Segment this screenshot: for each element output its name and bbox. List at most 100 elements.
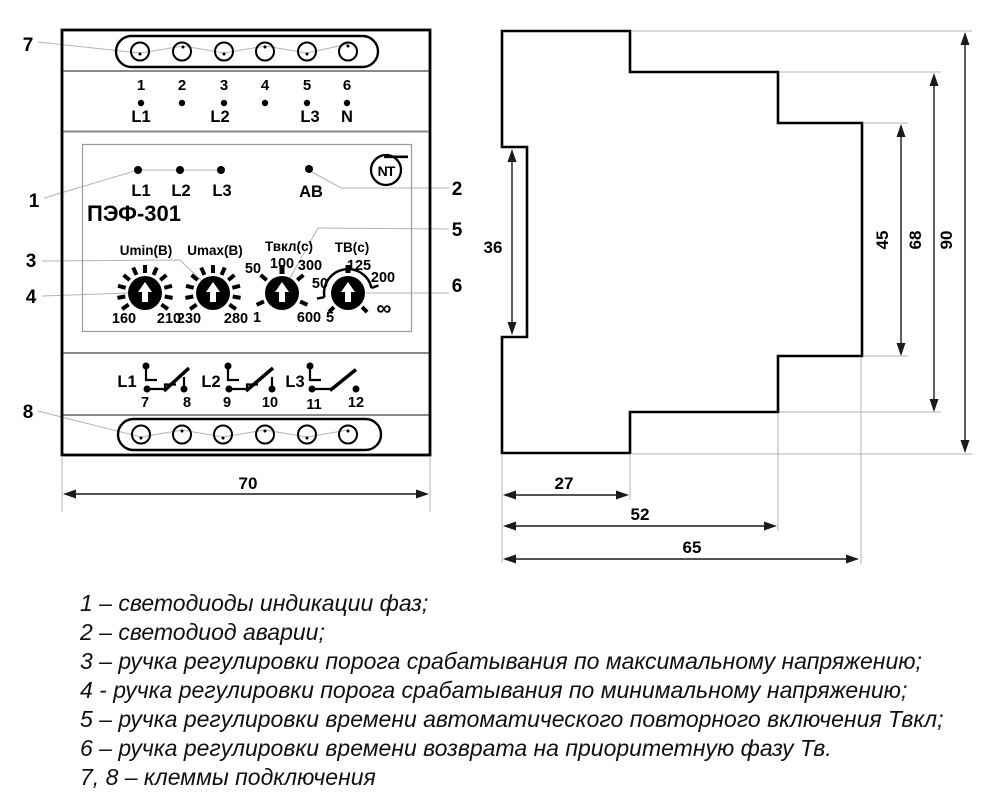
contact-label: L3 [285, 373, 304, 391]
control-panel: L1 L2 L3 АВ NT ПЭФ-301 Umin(В) Umax(В) Т… [81, 143, 413, 333]
knob-tvkl[interactable]: 50 100 300 1 600 [245, 256, 322, 326]
extension-lines [501, 30, 972, 564]
terminal-screw [297, 41, 317, 62]
led-alarm [305, 165, 313, 173]
terminal-strip-outline [116, 417, 383, 452]
leader-callout-3 [41, 259, 205, 284]
terminal-screw [297, 424, 317, 445]
terminal-screw [213, 424, 233, 445]
callout-5: 5 [452, 220, 463, 241]
scale-tick: 300 [298, 258, 322, 274]
knob-umax[interactable]: 230 280 [177, 265, 248, 327]
terminal-screw [255, 41, 275, 62]
screw-slot-dot [305, 52, 309, 56]
scale-max: 280 [224, 311, 248, 327]
scale-tick: 50 [312, 276, 328, 292]
led-l3 [217, 166, 225, 174]
top-terminal-block [114, 34, 380, 69]
scale-min: 230 [177, 311, 201, 327]
dimension-45: 45 [873, 124, 906, 356]
logo-circle [369, 153, 403, 187]
contact-terminal: 10 [262, 395, 278, 411]
drawing-canvas: 1 2 3 4 5 6 L1 L2 L3 N [23, 28, 972, 564]
screw-slot-dot [263, 429, 267, 433]
legend: 1 – светодиоды индикации фаз; 2 – светод… [80, 589, 944, 792]
terminal-strip-outline [114, 34, 380, 69]
led-l1 [134, 166, 142, 174]
led-label: L3 [212, 182, 231, 200]
callout-numbers: 7 1 3 4 8 2 5 6 [23, 35, 463, 423]
terminal-number: 5 [303, 77, 311, 94]
screw-slot-dot [180, 429, 184, 433]
dim-value: 36 [484, 238, 503, 257]
led-label: L1 [131, 182, 150, 200]
side-view: 36 45 68 90 27 [484, 29, 972, 564]
terminal-number: 1 [137, 77, 145, 94]
scale-tick: 125 [347, 258, 371, 274]
screw-slot-dot [346, 44, 350, 48]
legend-line: 4 - ручка регулировки порога срабатывани… [80, 677, 908, 703]
callout-6: 6 [452, 276, 463, 297]
contact-l1: L1 7 8 [117, 362, 191, 411]
contact-terminal: 7 [141, 395, 149, 411]
knob-label-umin: Umin(В) [120, 243, 173, 258]
callout-7: 7 [23, 35, 34, 56]
terminal-dot [303, 99, 311, 107]
scale-min: 160 [112, 311, 136, 327]
terminal-dot [343, 99, 351, 107]
terminal-dot [178, 99, 186, 107]
leader-callout-2 [311, 171, 449, 189]
contact-label: L1 [117, 373, 136, 391]
phase-label: L2 [210, 108, 229, 126]
terminal-number: 4 [261, 77, 270, 94]
knob-umin[interactable]: 160 210 [112, 265, 181, 327]
dimension-36: 36 [484, 149, 517, 335]
contact-terminal: 11 [306, 397, 321, 413]
contact-terminal: 12 [348, 395, 364, 411]
terminal-screw [255, 424, 275, 445]
dimension-65: 65 [503, 538, 859, 564]
terminal-screw [338, 424, 358, 445]
knob-pointer [275, 282, 289, 302]
scale-tick: 200 [371, 270, 395, 286]
top-terminal-labels: 1 2 3 4 5 6 L1 L2 L3 N [131, 77, 353, 126]
legend-line: 5 – ручка регулировки времени автоматиче… [80, 706, 944, 732]
terminal-number: 2 [178, 77, 186, 94]
legend-line: 6 – ручка регулировки времени возврата н… [80, 735, 832, 761]
knob-tv[interactable]: 50 125 200 5 ∞ [312, 258, 395, 326]
contact-terminal: 8 [183, 395, 191, 411]
screw-slot-dot [346, 429, 350, 433]
callout-2: 2 [452, 179, 463, 200]
screw-slot-dot [222, 52, 226, 56]
leader-callout-4 [41, 292, 129, 297]
terminal-number: 3 [220, 77, 228, 94]
legend-line: 1 – светодиоды индикации фаз; [80, 590, 429, 616]
scale-tick-infinity: ∞ [377, 297, 392, 320]
terminal-dot [220, 99, 228, 107]
leader-lines [37, 41, 450, 438]
terminal-screw [131, 424, 151, 445]
callout-4: 4 [26, 287, 37, 308]
terminal-screw [172, 424, 192, 445]
terminal-screw [338, 41, 358, 62]
legend-line: 3 – ручка регулировки порога срабатывани… [80, 648, 922, 674]
callout-3: 3 [26, 251, 37, 272]
terminal-screw [130, 41, 150, 62]
scale-tick: 100 [270, 256, 294, 272]
dim-value: 70 [239, 474, 258, 493]
model-title: ПЭФ-301 [87, 201, 181, 226]
bottom-terminal-block [116, 417, 383, 452]
front-view: 1 2 3 4 5 6 L1 L2 L3 N [23, 28, 463, 512]
dimension-52: 52 [503, 505, 777, 531]
legend-line: 2 – светодиод аварии; [80, 619, 325, 645]
scale-tick: 50 [245, 261, 261, 277]
dim-value: 45 [873, 231, 892, 250]
screw-slot-dot [221, 436, 225, 440]
dimension-width-70: 70 [61, 458, 431, 512]
led-l2 [176, 166, 184, 174]
knob-pointer [341, 282, 355, 302]
dim-value: 65 [683, 538, 702, 557]
side-profile [500, 29, 864, 455]
terminal-dot [261, 99, 269, 107]
